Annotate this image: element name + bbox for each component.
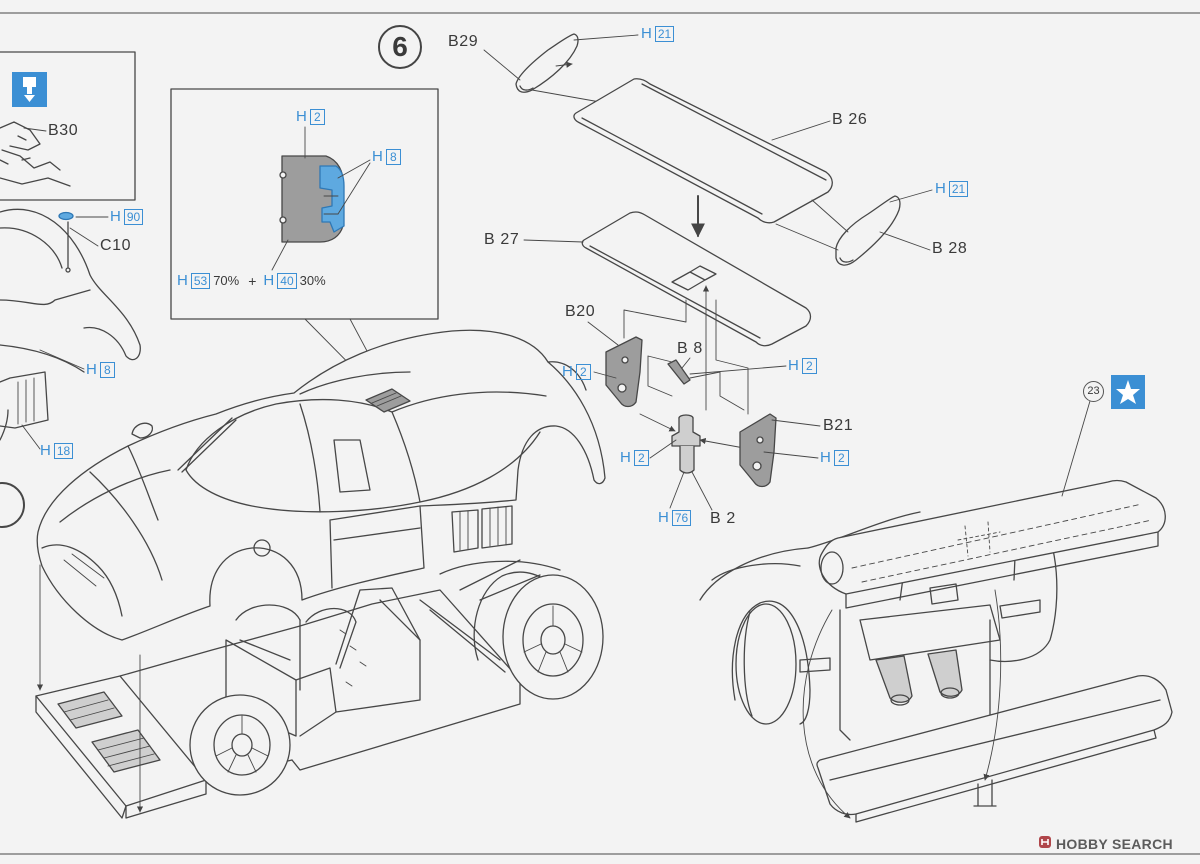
color-prefix: H bbox=[788, 357, 799, 374]
color-prefix: H bbox=[296, 108, 307, 125]
color-code-box: 8 bbox=[385, 149, 401, 165]
part-b21-support bbox=[739, 413, 821, 488]
color-code-box: 21 bbox=[948, 181, 969, 197]
watermark: HOBBY SEARCH bbox=[1038, 835, 1173, 852]
part-b26-wing bbox=[573, 78, 833, 224]
color-prefix: H bbox=[86, 361, 97, 378]
color-code-box: 40 bbox=[277, 273, 297, 289]
part-b29-endplate bbox=[483, 33, 639, 103]
color-code-box: 8 bbox=[99, 362, 115, 378]
mix-ratio: 30% bbox=[299, 273, 326, 288]
color-code-box: 76 bbox=[671, 510, 692, 526]
rear-wheels bbox=[473, 571, 604, 700]
previous-step-part-sketch bbox=[0, 121, 71, 187]
part-label-b27: B 27 bbox=[484, 231, 520, 248]
part-label-b29: B29 bbox=[448, 33, 479, 50]
color-code-box: 2 bbox=[575, 364, 591, 380]
color-prefix: H bbox=[620, 449, 631, 466]
rear-view-assembly bbox=[699, 511, 1058, 741]
part-b27-wing-mount bbox=[523, 211, 812, 347]
vent-clip bbox=[319, 165, 345, 233]
color-code-box: 2 bbox=[309, 109, 325, 125]
color-prefix: H bbox=[562, 363, 573, 380]
watermark-text: HOBBY SEARCH bbox=[1056, 835, 1173, 852]
color-prefix: H bbox=[177, 272, 188, 289]
rear-wing-installed bbox=[818, 400, 1166, 609]
part-label-b21: B21 bbox=[823, 417, 854, 434]
part-label-b26: B 26 bbox=[832, 111, 868, 128]
cement-icon bbox=[12, 72, 47, 107]
step-number: 6 bbox=[378, 25, 422, 69]
part-label-b30: B30 bbox=[48, 122, 79, 139]
color-code-box: 2 bbox=[833, 450, 849, 466]
color-code-box: 90 bbox=[123, 209, 144, 225]
front-wheel bbox=[189, 694, 291, 796]
color-prefix: H bbox=[658, 509, 669, 526]
mix-plus: + bbox=[248, 273, 257, 289]
previous-step-panel bbox=[0, 51, 136, 201]
color-prefix: H bbox=[820, 449, 831, 466]
part-b8-bracket bbox=[667, 357, 787, 385]
part-b2-post bbox=[649, 414, 713, 511]
c10-lens bbox=[58, 211, 74, 221]
detail-inset bbox=[170, 88, 439, 401]
color-code-box: 53 bbox=[190, 273, 211, 289]
part-label-b20: B20 bbox=[565, 303, 596, 320]
color-prefix: H bbox=[935, 180, 946, 197]
mix-ratio: 70% bbox=[213, 273, 240, 288]
part-label-b2: B 2 bbox=[710, 510, 736, 527]
part-label-b28: B 28 bbox=[932, 240, 968, 257]
part-label-b8: B 8 bbox=[677, 340, 703, 357]
color-prefix: H bbox=[372, 148, 383, 165]
color-prefix: H bbox=[110, 208, 121, 225]
color-prefix: H bbox=[263, 272, 275, 289]
hobby-search-logo-icon bbox=[1038, 835, 1052, 852]
color-prefix: H bbox=[641, 25, 652, 42]
color-code-box: 2 bbox=[633, 450, 649, 466]
color-code-box: 21 bbox=[654, 26, 675, 42]
star-icon bbox=[1111, 375, 1145, 409]
previous-step-circle bbox=[0, 482, 25, 528]
part-label-c10: C10 bbox=[100, 237, 132, 254]
color-code-box: 18 bbox=[53, 443, 74, 459]
previous-step-car-body bbox=[0, 208, 141, 450]
part-b28-endplate bbox=[775, 189, 933, 266]
decal-number: 23 bbox=[1083, 381, 1104, 402]
part-b20-support bbox=[587, 321, 643, 408]
race-car-body bbox=[36, 329, 606, 641]
race-car-chassis bbox=[35, 559, 561, 819]
lower-wing-element bbox=[802, 589, 1173, 823]
guide-lines bbox=[623, 285, 749, 449]
color-prefix: H bbox=[40, 442, 51, 459]
color-code-box: 2 bbox=[801, 358, 817, 374]
